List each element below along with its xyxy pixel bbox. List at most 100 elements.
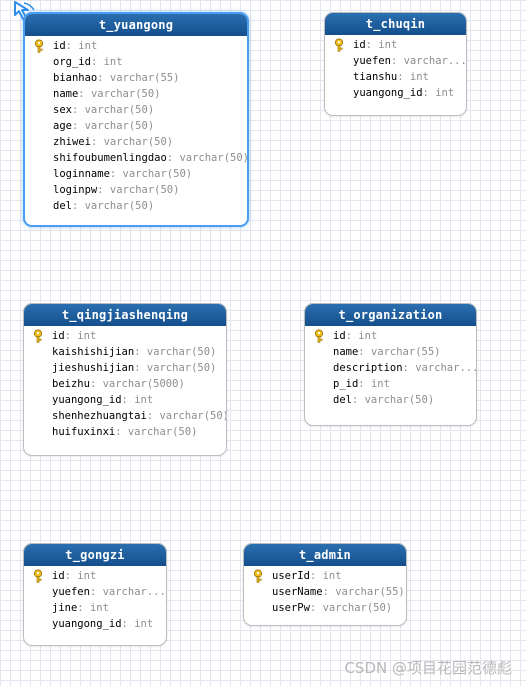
field-row[interactable]: yuangong_id: int [24,392,226,408]
key-icon [34,39,44,53]
field-row[interactable]: beizhu: varchar(5000) [24,376,226,392]
field-type: : varchar(55) [97,72,180,84]
field-row[interactable]: bianhao: varchar(55) [25,70,247,86]
field-row[interactable]: org_id: int [25,54,247,70]
key-icon [314,329,324,343]
field-name: huifuxinxi [52,426,116,438]
field-type: : int [345,330,378,342]
field-type: : varchar(50) [71,120,155,132]
field-row[interactable]: loginpw: varchar(50) [25,182,247,198]
field-name: shifoubumenlingdao [53,152,167,164]
field-name: yuefen [353,55,391,67]
field-row[interactable]: yuefen: varchar... [325,53,466,69]
field-type: : int [121,618,154,630]
table-title[interactable]: t_chuqin [325,13,466,35]
key-icon [334,38,344,52]
field-name: id [53,40,66,52]
field-row[interactable]: name: varchar(55) [305,344,476,360]
field-type: : varchar(50) [78,88,161,100]
field-row[interactable]: yuangong_id: int [24,616,166,632]
field-row[interactable]: age: varchar(50) [25,118,247,134]
field-row[interactable]: tianshu: int [325,69,466,85]
table-t-qingjiashenqing[interactable]: t_qingjiashenqing id: int kaishishijian:… [23,303,227,456]
field-row[interactable]: yuefen: varchar... [24,584,166,600]
field-row[interactable]: name: varchar(50) [25,86,247,102]
field-name: del [53,200,72,212]
field-name: yuangong_id [353,87,423,99]
field-type: : int [121,394,154,406]
table-title[interactable]: t_yuangong [25,14,247,36]
field-list: userId: int userName: varchar(55) userPw… [244,566,406,622]
field-row[interactable]: shenhezhuangtai: varchar(50) [24,408,226,424]
field-name: beizhu [52,378,90,390]
field-row[interactable]: userName: varchar(55) [244,584,406,600]
field-row[interactable]: shifoubumenlingdao: varchar(50) [25,150,247,166]
key-icon [253,569,263,583]
field-name: yuangong_id [52,618,122,630]
field-row[interactable]: p_id: int [305,376,476,392]
field-list: id: int yuefen: varchar... jine: int yua… [24,566,166,638]
field-name: loginpw [53,184,98,196]
field-type: : varchar(50) [115,426,198,438]
field-row[interactable]: userId: int [244,568,406,584]
key-icon [33,569,43,583]
field-row[interactable]: description: varchar... [305,360,476,376]
field-type: : varchar(50) [97,184,180,196]
field-type: : varchar(50) [351,394,435,406]
field-row[interactable]: sex: varchar(50) [25,102,247,118]
field-list: id: int yuefen: varchar... tianshu: int … [325,35,466,107]
table-t-yuangong[interactable]: t_yuangong id: int org_id: int bianhao: … [23,12,249,227]
field-name: jieshushijian [52,362,135,374]
table-t-chuqin[interactable]: t_chuqin id: int yuefen: varchar... tian… [324,12,467,116]
field-type: : varchar(55) [322,586,405,598]
field-row[interactable]: huifuxinxi: varchar(50) [24,424,226,440]
table-t-organization[interactable]: t_organization id: int name: varchar(55)… [304,303,477,426]
field-list: id: int org_id: int bianhao: varchar(55)… [25,36,247,220]
field-row[interactable]: del: varchar(50) [25,198,247,214]
field-name: yuangong_id [52,394,122,406]
field-type: : varchar(50) [109,168,193,180]
field-row[interactable]: del: varchar(50) [305,392,476,408]
field-row[interactable]: id: int [305,328,476,344]
field-type: : varchar... [89,586,166,598]
field-type: : varchar(50) [71,104,155,116]
field-name: name [53,88,79,100]
field-type: : varchar(50) [166,152,249,164]
field-list: id: int kaishishijian: varchar(50) jiesh… [24,326,226,446]
field-name: yuefen [52,586,90,598]
field-row[interactable]: jine: int [24,600,166,616]
field-type: : varchar(50) [134,362,217,374]
field-type: : varchar(50) [71,200,155,212]
field-row[interactable]: zhiwei: varchar(50) [25,134,247,150]
field-name: name [333,346,359,358]
field-row[interactable]: loginname: varchar(50) [25,166,247,182]
field-name: sex [53,104,72,116]
field-name: userName [272,586,323,598]
field-row[interactable]: id: int [24,568,166,584]
field-row[interactable]: id: int [25,38,247,54]
field-type: : int [309,570,342,582]
field-type: : varchar(50) [146,410,227,422]
field-type: : int [358,378,390,390]
key-icon [33,329,43,343]
table-title[interactable]: t_organization [305,304,476,326]
field-row[interactable]: jieshushijian: varchar(50) [24,360,226,376]
field-row[interactable]: yuangong_id: int [325,85,466,101]
field-name: id [353,39,366,51]
field-type: : varchar... [402,362,477,374]
table-t-admin[interactable]: t_admin userId: int userName: varchar(55… [243,543,407,626]
table-t-gongzi[interactable]: t_gongzi id: int yuefen: varchar... jine… [23,543,167,646]
field-name: userPw [272,602,310,614]
field-name: p_id [333,378,359,390]
field-type: : varchar(55) [358,346,441,358]
field-row[interactable]: kaishishijian: varchar(50) [24,344,226,360]
field-row[interactable]: userPw: varchar(50) [244,600,406,616]
table-title[interactable]: t_admin [244,544,406,566]
table-title[interactable]: t_qingjiashenqing [24,304,226,326]
field-type: : int [90,56,123,68]
field-name: jine [52,602,78,614]
field-row[interactable]: id: int [325,37,466,53]
table-title[interactable]: t_gongzi [24,544,166,566]
field-row[interactable]: id: int [24,328,226,344]
field-type: : varchar(50) [134,346,217,358]
